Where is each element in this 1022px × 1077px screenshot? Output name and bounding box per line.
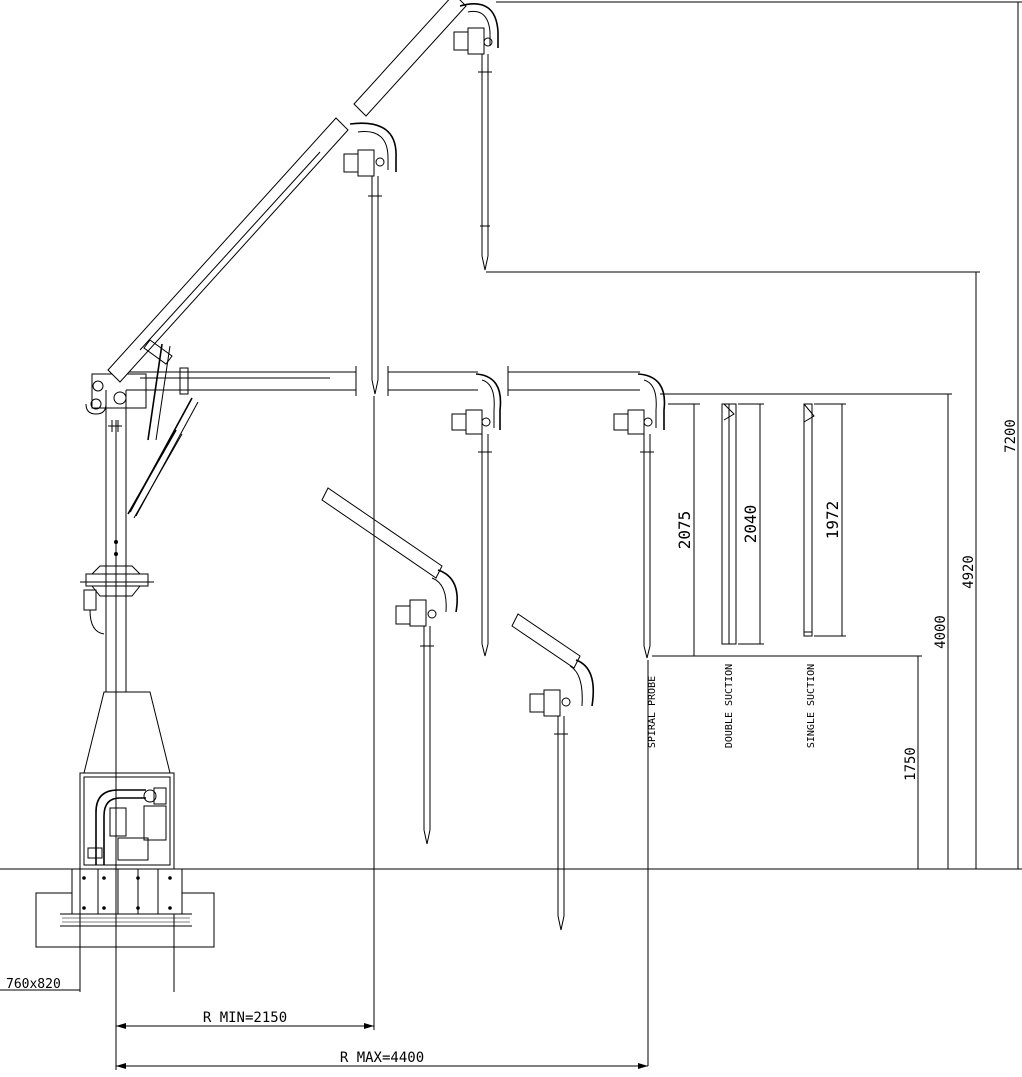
dim-4000-text: 4000 [933,615,949,649]
suction-head-top [453,3,499,271]
column [80,373,154,692]
double-suction-label: DOUBLE SUCTION [724,664,735,748]
dimension-1972: 1972 [814,403,846,637]
suction-head-second [343,122,397,395]
dim-1972-text: 1972 [823,501,842,540]
suction-head-horizontal-2 [613,373,666,659]
double-suction-probe [721,403,746,645]
column-hood [83,691,171,774]
suction-head-tilted-1 [395,569,458,845]
dimension-4000: 4000 [660,393,952,869]
suction-head-horizontal-1 [451,373,502,657]
dimension-7200: 7200 [496,1,1022,869]
dim-base-text: 760x820 [6,977,61,992]
dim-7200-text: 7200 [1003,419,1019,453]
dimension-rmax: R MAX=4400 [116,1050,648,1069]
boom-diagonal [107,0,467,519]
suction-head-tilted-2 [529,659,595,931]
dimension-2040: 2040 [738,403,764,645]
dim-4920-text: 4920 [961,555,977,589]
dimension-4920: 4920 [486,271,980,869]
single-suction-label: SINGLE SUCTION [806,664,817,748]
dimension-base: 760x820 [0,869,175,992]
dim-2040-text: 2040 [741,505,760,544]
base-cabinet [79,772,175,870]
single-suction-probe [803,403,815,637]
dim-2075-text: 2075 [675,511,694,550]
foundation [0,868,1022,948]
boom-tilted-down [321,487,581,669]
dimension-rmin: R MIN=2150 [116,396,375,1030]
dim-1750-text: 1750 [903,747,919,781]
dimension-1750: 1750 [652,655,922,869]
rmax-text: R MAX=4400 [340,1050,424,1066]
dimension-2075: 2075 [668,403,700,657]
boom-horizontal [126,366,640,517]
rmin-text: R MIN=2150 [203,1010,287,1026]
spiral-probe-label: SPIRAL PROBE [647,676,658,748]
